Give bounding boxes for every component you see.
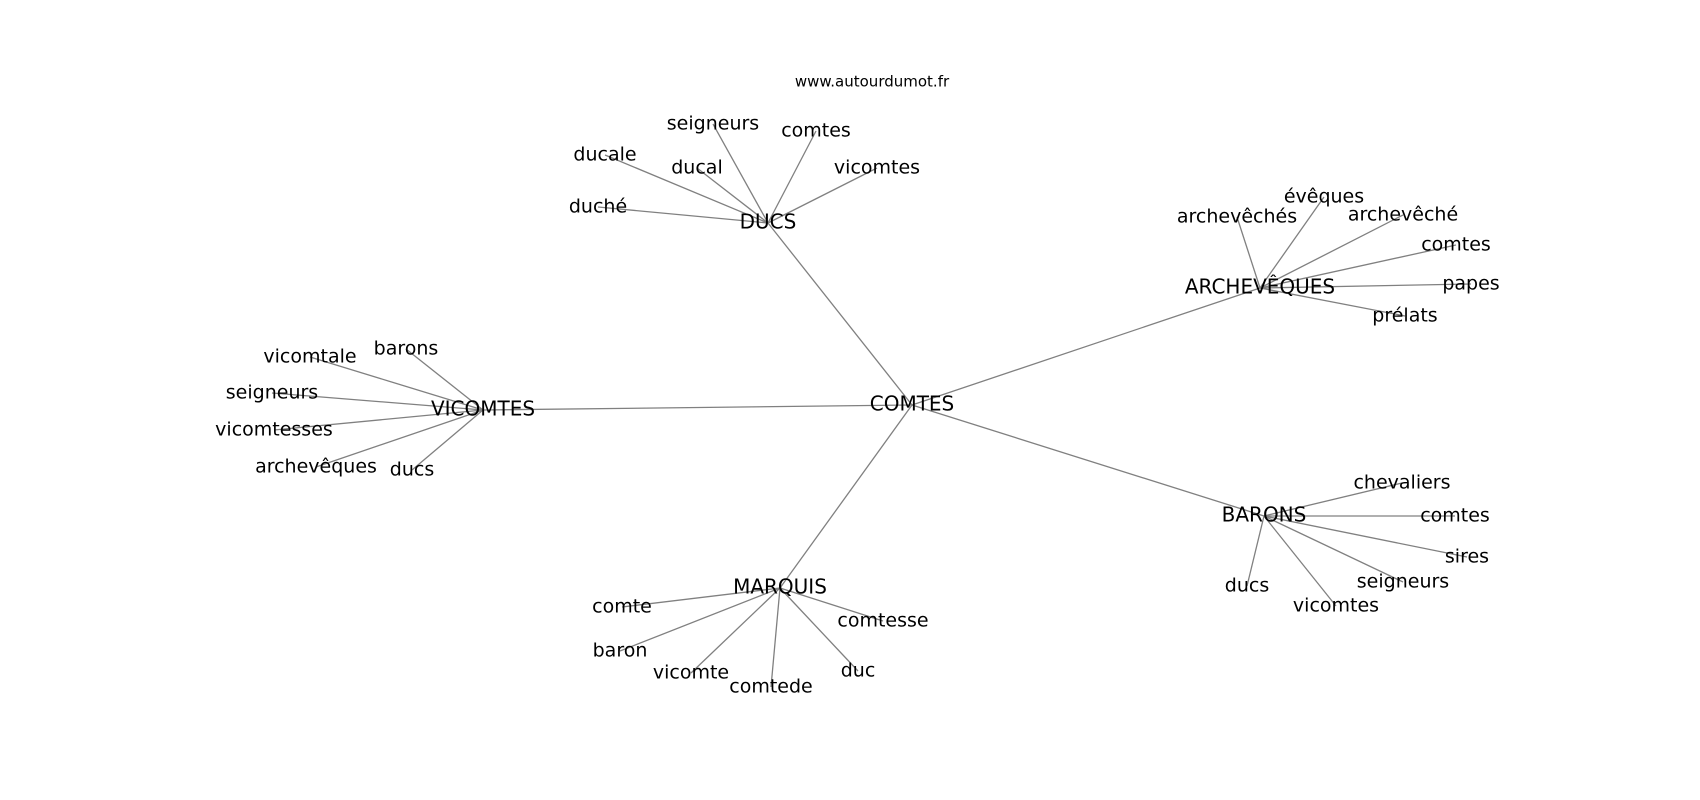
node-leaf-archeveques-archeveche: archevêché — [1348, 204, 1458, 226]
node-leaf-marquis-vicomte: vicomte — [653, 662, 729, 684]
edge-archeveques-to-prelats — [1259, 287, 1406, 317]
edge-barons-to-seigneurs — [1263, 515, 1404, 583]
node-leaf-vicomtes-vicomtale: vicomtale — [263, 346, 356, 368]
source-url: www.autourdumot.fr — [795, 73, 950, 91]
node-leaf-barons-seigneurs: seigneurs — [1357, 571, 1449, 593]
node-leaf-barons-sires: sires — [1445, 546, 1489, 568]
node-leaf-marquis-comtede: comtede — [729, 676, 812, 698]
node-center-comtes: COMTES — [870, 392, 955, 416]
node-leaf-ducs-duche: duché — [569, 196, 627, 218]
node-leaf-archeveques-papes: papes — [1442, 273, 1499, 295]
edge-marquis-to-duc — [779, 587, 859, 672]
edge-ducs-to-vicomtes — [767, 167, 878, 224]
edge-barons-to-ducs — [1246, 515, 1265, 587]
node-leaf-archeveques-eveques: évêques — [1284, 186, 1364, 208]
edge-vicomtes-to-vicomtesses — [273, 409, 484, 431]
edge-center-to-archeveques — [911, 287, 1261, 406]
node-leaf-vicomtes-ducs: ducs — [390, 459, 434, 481]
edge-archeveques-to-archeveches — [1236, 216, 1261, 289]
edge-ducs-to-ducale — [604, 154, 769, 224]
edge-barons-to-sires — [1263, 515, 1468, 558]
graph-labels: COMTES DUCS seigneurs comtes ducale ducal vico… — [215, 113, 1500, 698]
node-leaf-ducs-comtes: comtes — [781, 120, 851, 142]
node-leaf-marquis-comtesse: comtesse — [837, 610, 928, 632]
node-leaf-vicomtes-archeveques: archevêques — [255, 456, 377, 478]
node-hub-marquis: MARQUIS — [733, 575, 827, 599]
node-leaf-marquis-duc: duc — [841, 660, 876, 682]
node-leaf-barons-ducs: ducs — [1225, 575, 1269, 597]
node-leaf-barons-vicomtes: vicomtes — [1293, 595, 1379, 617]
node-leaf-archeveques-comtes: comtes — [1421, 234, 1491, 256]
edge-barons-to-vicomtes — [1263, 515, 1337, 607]
node-leaf-vicomtes-vicomtesses: vicomtesses — [215, 419, 333, 441]
edge-ducs-to-duche — [597, 206, 769, 224]
edge-marquis-to-comtesse — [779, 587, 884, 622]
node-leaf-marquis-comte: comte — [592, 596, 652, 618]
edge-ducs-to-seigneurs — [712, 123, 769, 224]
edge-center-to-vicomtes — [482, 404, 913, 411]
node-hub-barons: BARONS — [1222, 503, 1307, 527]
edge-marquis-to-comte — [621, 587, 781, 608]
node-leaf-ducs-ducale: ducale — [573, 144, 636, 166]
edge-barons-to-chevaliers — [1263, 482, 1403, 517]
edge-vicomtes-to-archeveques — [315, 409, 484, 468]
node-hub-vicomtes: VICOMTES — [431, 397, 535, 421]
node-leaf-ducs-vicomtes: vicomtes — [834, 157, 920, 179]
edge-marquis-to-baron — [619, 587, 781, 652]
node-leaf-vicomtes-barons: barons — [374, 338, 439, 360]
edge-archeveques-to-archeveche — [1259, 214, 1404, 289]
node-leaf-barons-comtes: comtes — [1420, 505, 1490, 527]
node-leaf-marquis-baron: baron — [593, 640, 648, 662]
node-leaf-archeveques-archeveches: archevêchés — [1177, 206, 1297, 228]
edge-center-to-barons — [911, 404, 1265, 517]
node-leaf-archeveques-prelats: prélats — [1372, 305, 1437, 327]
edge-vicomtes-to-vicomtale — [309, 356, 484, 411]
edge-archeveques-to-eveques — [1259, 196, 1325, 289]
edge-vicomtes-to-ducs — [411, 409, 484, 471]
graph-edges — [271, 123, 1472, 688]
edge-marquis-to-comtede — [770, 587, 781, 688]
node-leaf-ducs-seigneurs: seigneurs — [667, 113, 759, 135]
node-leaf-vicomtes-seigneurs: seigneurs — [226, 382, 318, 404]
edge-center-to-marquis — [779, 404, 913, 589]
edge-vicomtes-to-seigneurs — [271, 392, 484, 411]
edge-archeveques-to-papes — [1259, 283, 1472, 289]
edge-center-to-ducs — [767, 222, 913, 406]
edge-ducs-to-ducal — [696, 167, 769, 224]
edge-vicomtes-to-barons — [405, 348, 484, 411]
node-hub-ducs: DUCS — [740, 210, 797, 234]
node-leaf-barons-chevaliers: chevaliers — [1353, 472, 1450, 494]
edge-ducs-to-comtes — [767, 130, 817, 224]
node-leaf-ducs-ducal: ducal — [671, 157, 722, 179]
edge-marquis-to-vicomte — [690, 587, 781, 674]
edge-archeveques-to-comtes — [1259, 244, 1457, 289]
node-hub-archeveques: ARCHEVÊQUES — [1185, 275, 1335, 299]
